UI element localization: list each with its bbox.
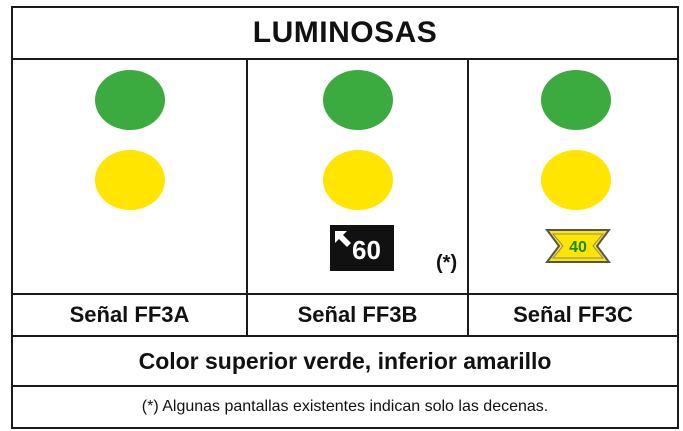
- signal-cell-ff3a: [13, 60, 248, 293]
- label-ff3c: Señal FF3C: [513, 302, 633, 327]
- table-title: LUMINOSAS: [252, 16, 438, 49]
- signals-table: LUMINOSAS 60 (*) 40: [11, 6, 679, 429]
- arrow-up-left-icon: [335, 231, 351, 247]
- speed-panel-40: 40: [545, 229, 611, 263]
- signal-cell-ff3b: 60 (*): [248, 60, 469, 293]
- green-lamp: [541, 70, 611, 130]
- yellow-lamp: [541, 150, 611, 210]
- label-ff3a: Señal FF3A: [13, 295, 248, 335]
- speed-panel-60: 60: [330, 225, 394, 271]
- panel-60-value: 60: [352, 235, 381, 265]
- color-description: Color superior verde, inferior amarillo: [138, 347, 552, 374]
- signal-cell-ff3c: 40: [469, 60, 677, 293]
- green-lamp: [323, 70, 393, 130]
- yellow-lamp: [323, 150, 393, 210]
- label-ff3b: Señal FF3B: [248, 295, 469, 335]
- labels-row: Señal FF3A Señal FF3B Señal FF3C: [13, 295, 677, 337]
- footnote-row: (*) Algunas pantallas existentes indican…: [13, 387, 677, 427]
- signals-row: 60 (*) 40: [13, 60, 677, 295]
- color-description-row: Color superior verde, inferior amarillo: [13, 337, 677, 387]
- green-lamp: [95, 70, 165, 130]
- title-row: LUMINOSAS: [13, 8, 677, 60]
- yellow-lamp: [95, 150, 165, 210]
- footnote: (*) Algunas pantallas existentes indican…: [141, 398, 549, 415]
- note-marker: (*): [436, 252, 458, 274]
- panel-40-value: 40: [569, 239, 587, 256]
